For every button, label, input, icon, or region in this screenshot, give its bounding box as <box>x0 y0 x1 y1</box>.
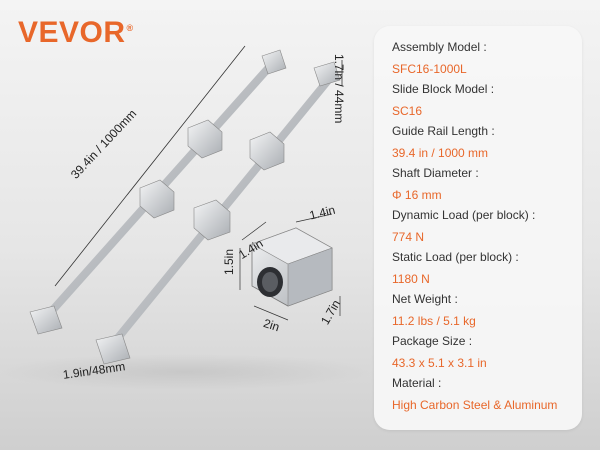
spec-value: 43.3 x 5.1 x 3.1 in <box>392 356 487 370</box>
rail-length-dim-line <box>54 45 246 287</box>
rail-rear <box>29 49 287 335</box>
spec-slide-block-model: Slide Block Model : SC16 <box>392 82 582 118</box>
spec-label: Assembly Model : <box>392 40 487 54</box>
spec-label: Dynamic Load (per block) : <box>392 208 536 222</box>
spec-static-load: Static Load (per block) : 1180 N <box>392 250 582 286</box>
slide-block-detail <box>239 213 341 321</box>
spec-dynamic-load: Dynamic Load (per block) : 774 N <box>392 208 582 244</box>
spec-package-size: Package Size : 43.3 x 5.1 x 3.1 in <box>392 334 582 370</box>
spec-label: Shaft Diameter : <box>392 166 479 180</box>
spec-label: Static Load (per block) : <box>392 250 519 264</box>
spec-value: SC16 <box>392 104 423 118</box>
spec-assembly-model: Assembly Model : SFC16-1000L <box>392 40 582 76</box>
spec-label: Net Weight : <box>392 292 458 306</box>
spec-guide-rail-length: Guide Rail Length : 39.4 in / 1000 mm <box>392 124 582 160</box>
spec-material: Material : High Carbon Steel & Aluminum <box>392 376 582 412</box>
spec-value: High Carbon Steel & Aluminum <box>392 398 558 412</box>
spec-panel: Assembly Model : SFC16-1000L Slide Block… <box>374 26 582 430</box>
spec-value: Φ 16 mm <box>392 188 442 202</box>
spec-value: 1180 N <box>392 272 430 286</box>
spec-value: 39.4 in / 1000 mm <box>392 146 489 160</box>
rail-front <box>95 61 341 365</box>
spec-value: 774 N <box>392 230 425 244</box>
spec-label: Package Size : <box>392 334 473 348</box>
spec-value: SFC16-1000L <box>392 62 467 76</box>
spec-value: 11.2 lbs / 5.1 kg <box>392 314 476 328</box>
spec-label: Material : <box>392 376 442 390</box>
brand-logo: VEVOR® <box>18 16 134 49</box>
spec-shaft-diameter: Shaft Diameter : Φ 16 mm <box>392 166 582 202</box>
block-height-label: 1.5in <box>222 248 236 275</box>
spec-net-weight: Net Weight : 11.2 lbs / 5.1 kg <box>392 292 582 328</box>
spec-label: Slide Block Model : <box>392 82 495 96</box>
support-height-label: 1.7in / 44mm <box>332 54 346 124</box>
spec-label: Guide Rail Length : <box>392 124 495 138</box>
